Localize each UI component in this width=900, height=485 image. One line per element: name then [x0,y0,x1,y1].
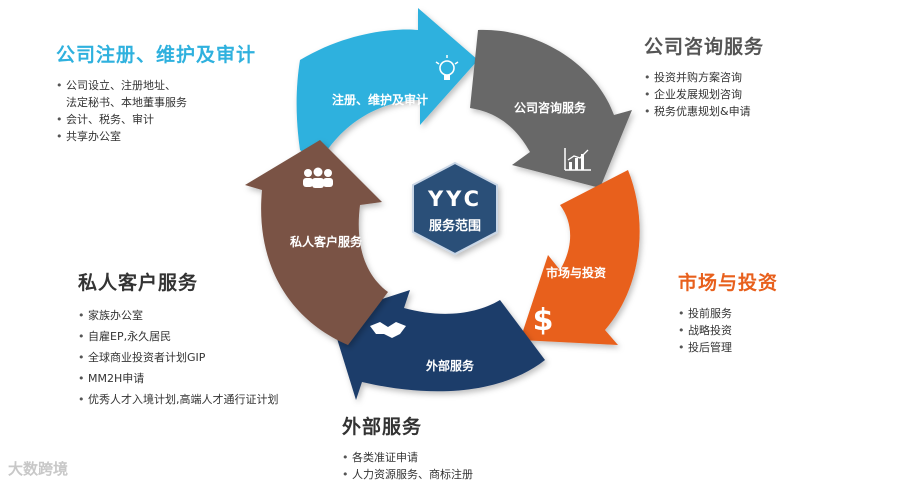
list-item: 各类准证申请 [342,449,473,466]
private-list: 家族办公室 自雇EP,永久居民 全球商业投资者计划GIP MM2H申请 优秀人才… [78,305,279,410]
bar-chart-icon [564,148,591,171]
center-hexagon: YYC 服务范围 [412,161,498,256]
private-arrow-label: 私人客户服务 [289,234,363,249]
list-item: 投后管理 [678,339,778,356]
registration-title: 公司注册、维护及审计 [56,44,257,66]
consulting-list: 投资并购方案咨询 企业发展规划咨询 税务优惠规划&申请 [644,69,764,120]
external-arrow-label: 外部服务 [426,358,475,373]
consulting-arrow: 公司咨询服务 [470,29,632,188]
external-title: 外部服务 [342,416,423,438]
consulting-panel: 公司咨询服务 投资并购方案咨询 企业发展规划咨询 税务优惠规划&申请 [644,32,764,120]
people-icon [303,167,333,188]
market-list: 投前服务 战略投资 投后管理 [678,305,778,356]
list-item: 会计、税务、审计 [56,111,256,128]
list-item: 税务优惠规划&申请 [644,103,764,120]
center-subtitle: 服务范围 [429,218,481,234]
list-item: 法定秘书、本地董事服务 [66,96,187,109]
list-item: 共享办公室 [56,128,256,145]
market-title: 市场与投资 [678,272,779,294]
dollar-icon: $ [533,303,554,338]
registration-arrow-label: 注册、维护及审计 [332,92,428,107]
handshake-icon [370,322,406,338]
lightbulb-icon [435,55,459,80]
private-title: 私人客户服务 [78,272,199,294]
market-panel: 市场与投资 投前服务 战略投资 投后管理 [678,268,778,356]
registration-list: 公司设立、注册地址、 法定秘书、本地董事服务 会计、税务、审计 共享办公室 [56,77,256,145]
registration-panel: 公司注册、维护及审计 公司设立、注册地址、 法定秘书、本地董事服务 会计、税务、… [56,40,256,145]
center-title: YYC [427,187,482,211]
consulting-arrow-label: 公司咨询服务 [514,100,587,115]
list-item: 优秀人才入境计划,高端人才通行证计划 [78,389,279,410]
external-arrow: 外部服务 [330,290,545,400]
external-panel: 外部服务 各类准证申请 人力资源服务、商标注册 [342,412,473,483]
private-panel: 私人客户服务 家族办公室 自雇EP,永久居民 全球商业投资者计划GIP MM2H… [78,268,279,410]
list-item: 人力资源服务、商标注册 [342,466,473,483]
market-arrow-label: 市场与投资 [546,265,606,280]
list-item: 全球商业投资者计划GIP [78,347,279,368]
list-item: 家族办公室 [78,305,279,326]
list-item: 企业发展规划咨询 [644,86,764,103]
watermark: 大数跨境 [8,460,69,478]
list-item: 战略投资 [678,322,778,339]
consulting-title: 公司咨询服务 [644,36,765,58]
list-item: 公司设立、注册地址、 [56,77,256,94]
list-item: 投前服务 [678,305,778,322]
market-arrow: 市场与投资 $ [520,170,640,345]
list-item: 自雇EP,永久居民 [78,326,279,347]
external-list: 各类准证申请 人力资源服务、商标注册 [342,449,473,483]
private-arrow: 私人客户服务 [245,140,388,345]
registration-arrow: 注册、维护及审计 [296,8,478,165]
list-item: 投资并购方案咨询 [644,69,764,86]
list-item: MM2H申请 [78,368,279,389]
